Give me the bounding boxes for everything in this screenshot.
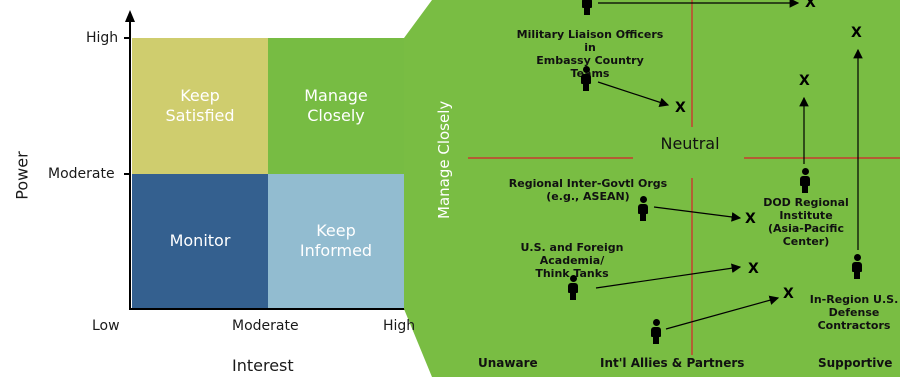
y-axis-arrow: [125, 10, 135, 22]
arrow-allies: [665, 295, 780, 330]
stakeholder-contractors-label: In-Region U.S. Defense Contractors: [809, 293, 899, 332]
target-x-dod: X: [799, 73, 810, 89]
stakeholder-regional-label: Regional Inter-Govtl Orgs (e.g., ASEAN): [508, 177, 668, 203]
y-tick-high: High: [86, 30, 119, 46]
zoom-overlay: [468, 0, 900, 355]
target-x-contractors: X: [851, 25, 862, 41]
stakeholder-contractors-icon: [852, 254, 862, 279]
stakeholder-liaison-label: Military Liaison Officers in Embassy Cou…: [516, 28, 664, 80]
quadrant-keep-informed: Keep Informed: [268, 174, 404, 308]
zoom-panel: [468, 0, 900, 377]
arrow-academia: [595, 263, 742, 289]
quadrant-keep-informed-label: Keep Informed: [299, 221, 373, 260]
stakeholder-regional-icon: [638, 196, 648, 221]
stakeholder-liaison-icon: [581, 66, 591, 91]
target-x-top: X: [805, 0, 816, 11]
target-x-academia: X: [748, 261, 759, 277]
target-x-regional: X: [745, 211, 756, 227]
y-tick-moderate: Moderate: [48, 166, 115, 182]
quadrant-keep-satisfied-label: Keep Satisfied: [165, 86, 235, 125]
quadrant-manage-closely: Manage Closely: [268, 38, 404, 174]
stakeholder-allies-icon: [651, 319, 661, 344]
quadrant-keep-satisfied: Keep Satisfied: [132, 38, 268, 174]
stakeholder-academia-icon: [568, 275, 578, 300]
stakeholder-top-icon: [582, 0, 592, 15]
x-tick-high: High: [383, 318, 416, 334]
quadrant-manage-closely-label: Manage Closely: [304, 86, 368, 125]
neutral-box: [636, 127, 744, 161]
zoom-side-label: Manage Closely: [435, 100, 453, 219]
grid-axes: [124, 0, 468, 377]
quadrant-monitor-label: Monitor: [169, 231, 231, 250]
zoom-funnel: [404, 0, 468, 377]
arrow-liaison: [597, 81, 670, 107]
stakeholder-academia-label: U.S. and Foreign Academia/ Think Tanks: [520, 241, 624, 280]
corner-supportive: Supportive: [818, 356, 893, 370]
x-axis-title: Interest: [232, 356, 294, 375]
quadrant-monitor: Monitor: [132, 174, 268, 308]
y-axis-title: Power: [12, 151, 32, 200]
arrow-regional: [653, 206, 742, 222]
target-x-liaison: X: [675, 100, 686, 116]
corner-unaware: Unaware: [478, 356, 538, 370]
stakeholder-dod-icon: [800, 168, 810, 193]
stakeholder-allies-label: Int'l Allies & Partners: [600, 356, 745, 370]
x-tick-low: Low: [92, 318, 120, 334]
neutral-label: Neutral: [660, 134, 720, 153]
target-x-allies: X: [783, 286, 794, 302]
stakeholder-dod-label: DOD Regional Institute (Asia-Pacific Cen…: [763, 196, 849, 248]
x-tick-moderate: Moderate: [232, 318, 299, 334]
